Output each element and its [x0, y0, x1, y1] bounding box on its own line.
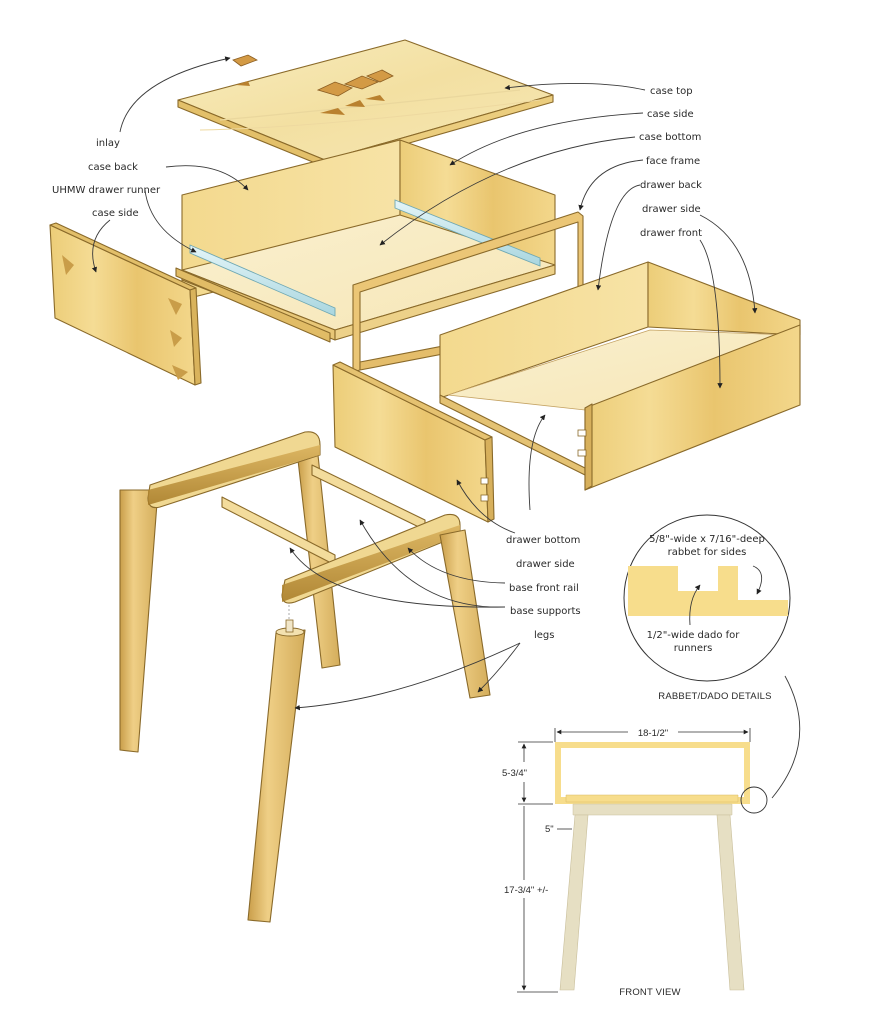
label-drawer-side-bottom: drawer side: [516, 559, 575, 570]
inlay-pieces: [232, 54, 394, 115]
label-case-back: case back: [88, 162, 138, 173]
case-top: [177, 39, 554, 168]
base-assembly: [119, 431, 491, 923]
label-uhmw-runner: UHMW drawer runner: [52, 185, 161, 196]
dim-case-height: 5-3/4": [502, 768, 527, 779]
label-base-front-rail: base front rail: [509, 583, 579, 594]
uhmw-drawer-runners: [189, 199, 541, 317]
part-labels: inlay case back UHMW drawer runner case …: [52, 86, 702, 641]
rabbet-note-line2: rabbet for sides: [668, 547, 747, 558]
case-side-left: [49, 222, 202, 386]
label-case-bottom: case bottom: [639, 132, 701, 143]
drawer-side-detached: [332, 361, 495, 523]
label-case-side-right: case side: [647, 109, 694, 120]
dado-note-line1: 1/2"-wide dado for: [647, 630, 741, 641]
detail-title: RABBET/DADO DETAILS: [658, 691, 771, 702]
front-view: 18-1/2" 5-3/4" 5" 17-3/4" +/- FRONT VIEW: [502, 728, 768, 998]
dim-leg-height: 17-3/4" +/-: [504, 885, 548, 896]
dim-base-rail: 5": [545, 824, 554, 835]
label-drawer-bottom: drawer bottom: [506, 535, 580, 546]
dim-width: 18-1/2": [638, 728, 668, 739]
label-case-side-left: case side: [92, 208, 139, 219]
label-drawer-back: drawer back: [640, 180, 702, 191]
rabbet-note-line1: 5/8"-wide x 7/16"-deep: [649, 534, 765, 545]
dado-note-line2: runners: [674, 643, 713, 654]
label-drawer-front: drawer front: [640, 228, 702, 239]
rabbet-dado-detail: 5/8"-wide x 7/16"-deep rabbet for sides …: [623, 514, 801, 799]
drawer-box: [439, 261, 801, 491]
label-inlay: inlay: [96, 138, 120, 149]
label-case-top: case top: [650, 86, 693, 97]
leader-lines: [91, 56, 758, 711]
case-box: [175, 139, 556, 343]
label-base-supports: base supports: [510, 606, 581, 617]
label-face-frame: face frame: [646, 156, 700, 167]
label-legs: legs: [534, 630, 555, 641]
label-drawer-side-top: drawer side: [642, 204, 701, 215]
front-view-title: FRONT VIEW: [619, 987, 680, 998]
